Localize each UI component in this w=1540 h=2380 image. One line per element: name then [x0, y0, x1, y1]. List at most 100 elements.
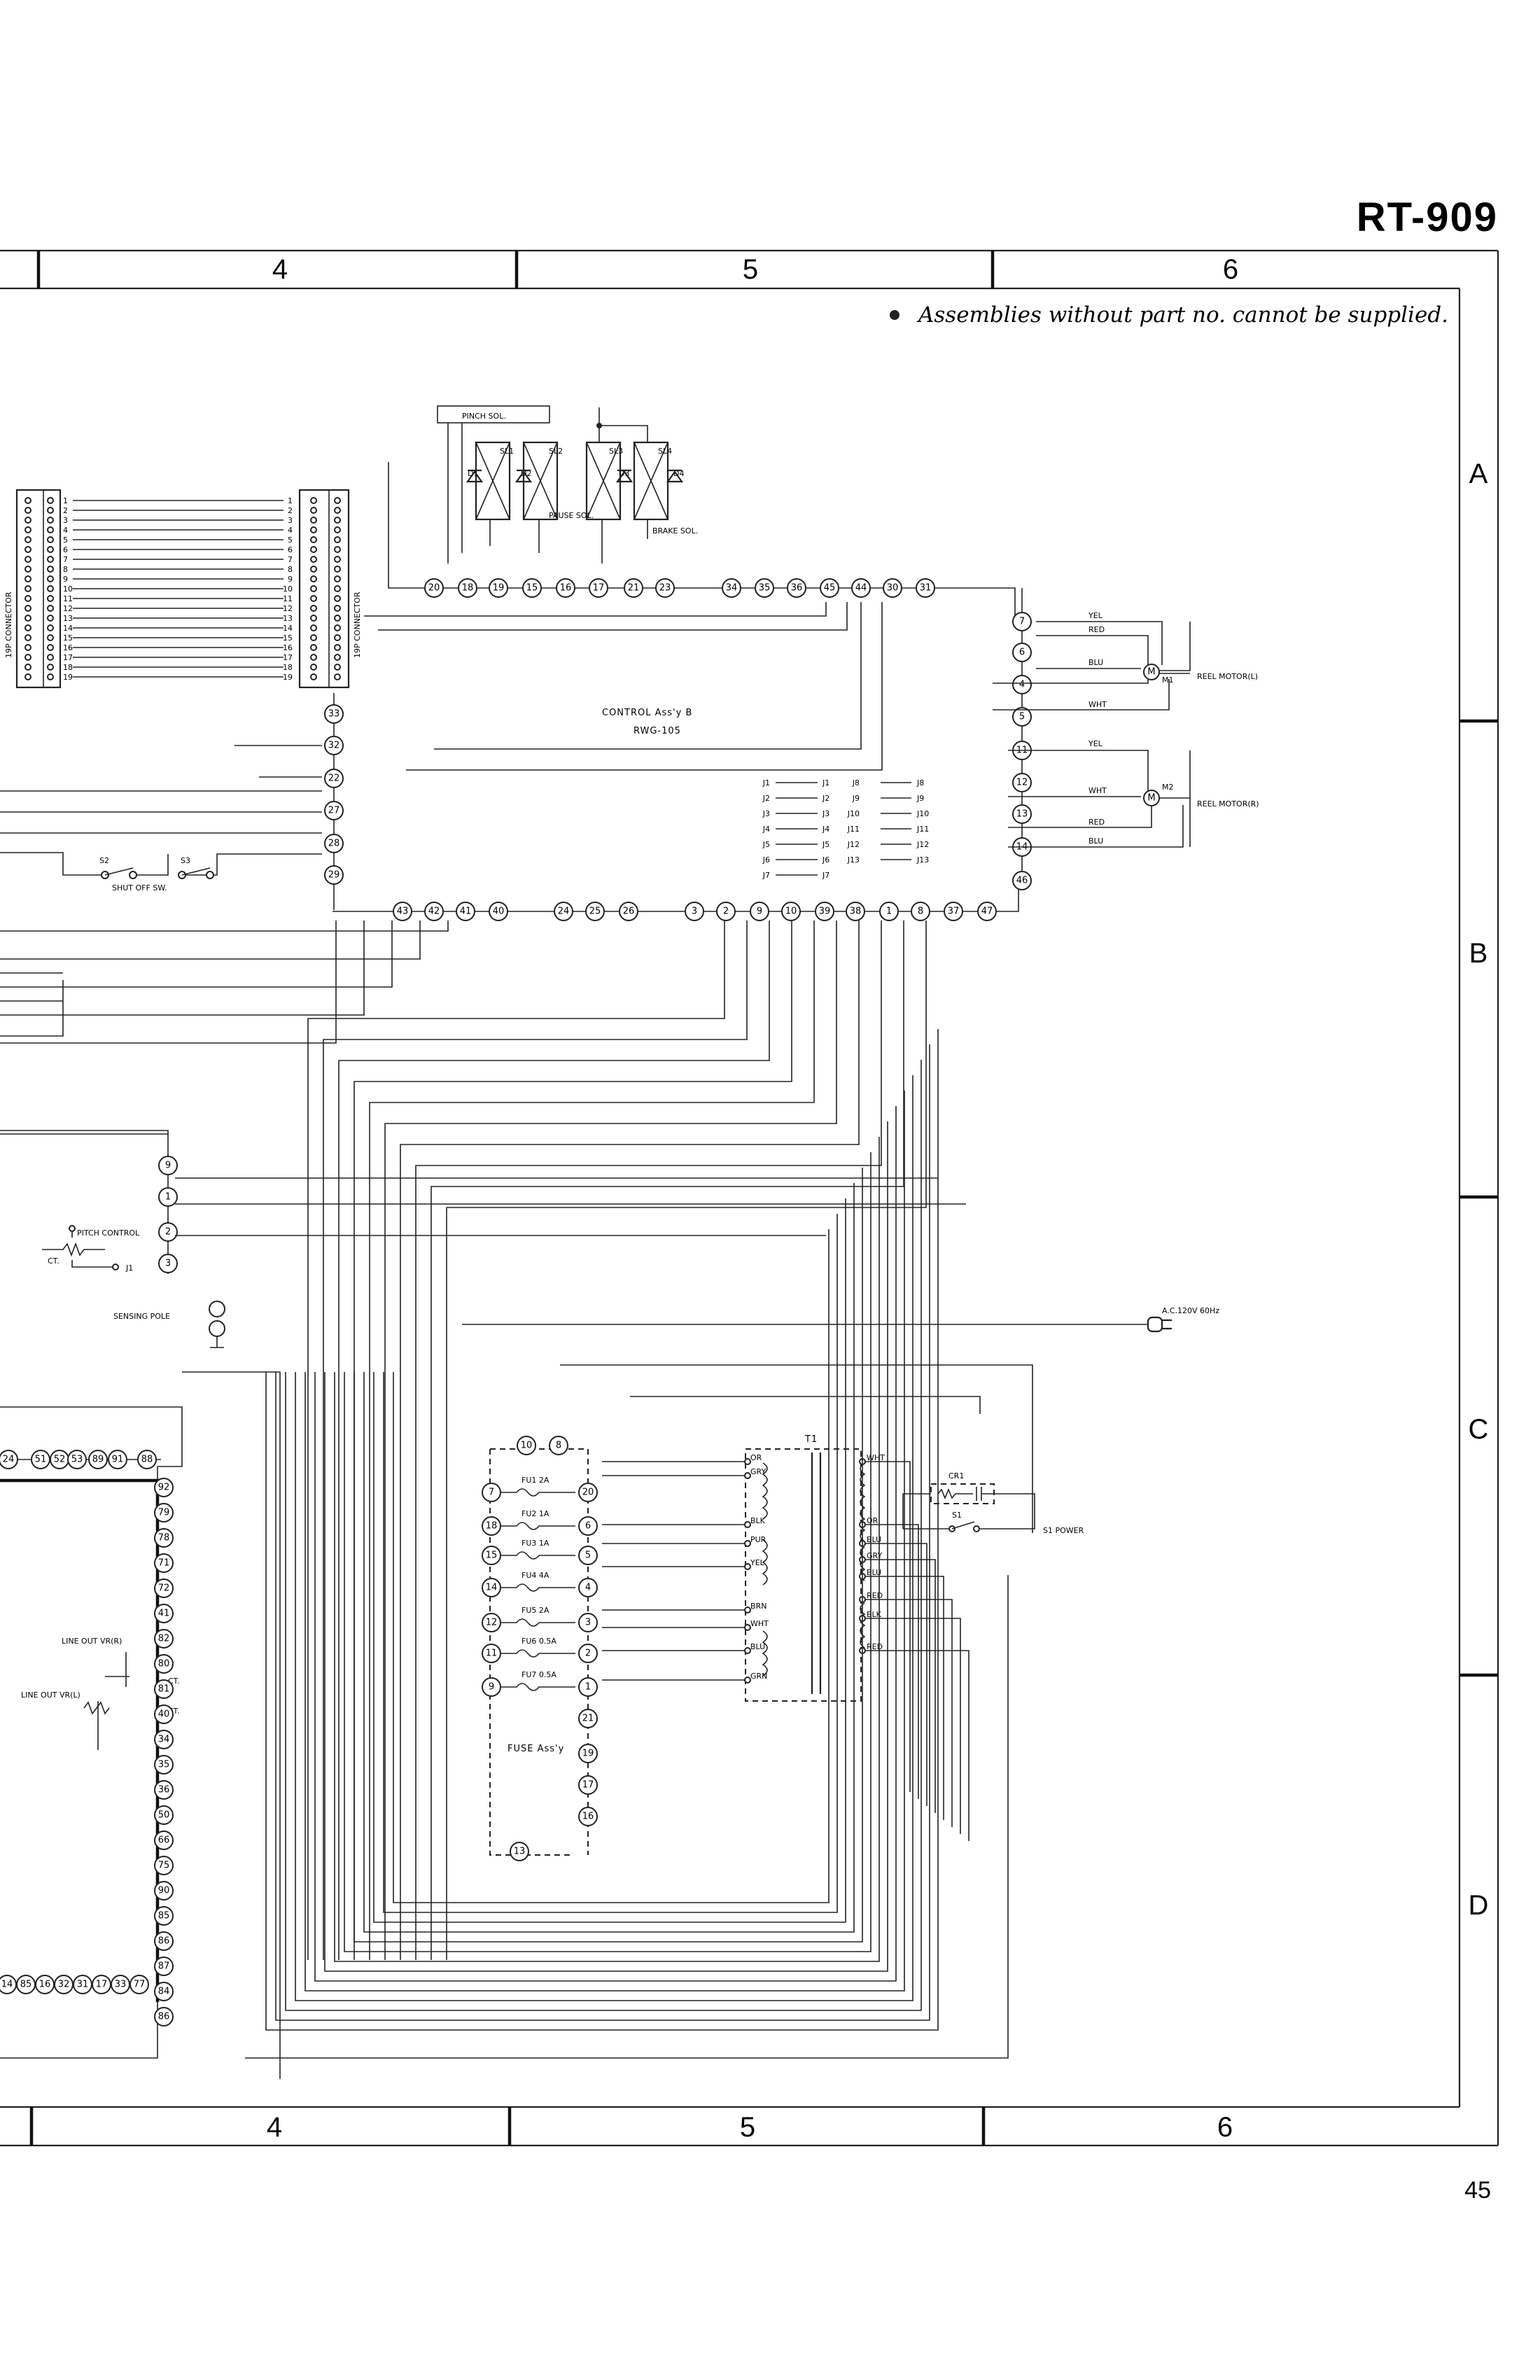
svg-text:FU4 4A: FU4 4A	[522, 1571, 550, 1580]
grid-col-4-bottom: 4	[267, 2112, 282, 2143]
motor-m1-symbol: M	[1147, 667, 1155, 678]
label-pinch-sol: PINCH SOL.	[462, 412, 506, 421]
connector-left-pin: 7	[63, 555, 68, 564]
solenoid-block: PINCH SOL. SL1 SL2 SL3 SL4 D1 D2 D3 D4 P…	[437, 405, 698, 564]
mid-bus-terminal: 26	[619, 902, 638, 921]
amp-column-terminal: 86	[154, 1931, 174, 1951]
label-s2: S2	[99, 856, 109, 865]
svg-text:J6: J6	[822, 855, 830, 864]
svg-text:J2: J2	[762, 794, 770, 803]
top-bus-terminal: 15	[522, 578, 542, 598]
svg-text:23: 23	[659, 583, 671, 594]
mid-bus-terminal: 25	[585, 902, 605, 921]
label-s1-power: S1 POWER	[1043, 1526, 1084, 1535]
label-sl3: SL3	[609, 447, 623, 456]
mid-bus-terminal: 37	[944, 902, 963, 921]
pitch-column-terminal: 1	[158, 1187, 178, 1207]
connector-left-pin: 19	[63, 673, 73, 682]
amp-column-terminal: 87	[154, 1956, 174, 1976]
pitch-control: PITCH CONTROL CT. J1 SENSING POLE	[42, 1225, 225, 1348]
fuse-left-terminal: 7	[482, 1483, 501, 1502]
top-bus-terminal: 21	[624, 578, 643, 598]
connector-left-pin: 3	[63, 516, 68, 525]
svg-text:42: 42	[428, 906, 440, 917]
svg-text:J13: J13	[847, 855, 860, 864]
top-bus-terminal: 17	[589, 578, 608, 598]
svg-text:18: 18	[462, 583, 474, 594]
svg-text:18: 18	[486, 1521, 498, 1532]
mid-bus-terminal: 24	[554, 902, 573, 921]
amp-top-terminal: 88	[137, 1450, 157, 1469]
t1-secondary-lead: WHT	[867, 1453, 885, 1462]
svg-text:J4: J4	[762, 825, 770, 834]
svg-text:28: 28	[328, 839, 340, 849]
connector-left-pin: 15	[63, 634, 73, 643]
svg-text:7: 7	[1019, 617, 1025, 627]
svg-text:16: 16	[39, 1980, 51, 1990]
t1-primary-lead: GRN	[750, 1672, 767, 1681]
label-t1: T1	[804, 1434, 818, 1445]
svg-text:21: 21	[582, 1714, 594, 1724]
fuse-top-terminal: 10	[517, 1436, 536, 1455]
amp-top-terminal: 52	[50, 1450, 69, 1469]
amp-bottom-terminal: 17	[92, 1975, 111, 1994]
left-column-terminal: 32	[324, 736, 344, 755]
fuse-right-terminal: 1	[578, 1677, 598, 1697]
t1-secondary-lead: RED	[867, 1591, 883, 1600]
t1-primary-lead: BRN	[750, 1602, 766, 1611]
fuse-right-terminal: 20	[578, 1483, 598, 1502]
connector-right-pin: 3	[288, 516, 293, 525]
connector-left-pin: 16	[63, 643, 73, 652]
svg-text:21: 21	[628, 583, 640, 594]
grid-row-d: D	[1469, 1890, 1489, 1921]
top-bus-terminal: 30	[883, 578, 902, 598]
connector-right-pin: 2	[288, 506, 293, 515]
motor-m2-symbol: M	[1147, 793, 1155, 804]
wire-harness	[0, 602, 1009, 2079]
label-line-out-r: LINE OUT VR(R)	[62, 1637, 122, 1646]
grid-row-b: B	[1469, 938, 1488, 969]
t1-primary-lead: BLK	[750, 1516, 766, 1525]
motor-l-wire-yel: YEL	[1088, 611, 1103, 620]
note-bullet-icon	[890, 310, 899, 320]
motor-r-wire-wht: WHT	[1088, 786, 1107, 795]
amp-column-terminal: 85	[154, 1906, 174, 1926]
svg-text:J13: J13	[916, 855, 929, 864]
line-out-vr-icon	[83, 1652, 130, 1750]
svg-text:41: 41	[158, 1609, 170, 1619]
amp-block: LINE OUT VR(R) LINE OUT VR(L) CT. CT.	[0, 1406, 183, 2059]
left-column-terminal: 27	[324, 801, 344, 820]
svg-text:15: 15	[526, 583, 538, 594]
svg-text:12: 12	[1016, 778, 1028, 788]
label-pause-sol: PAUSE SOL.	[549, 511, 594, 520]
svg-text:71: 71	[158, 1558, 170, 1569]
svg-text:16: 16	[582, 1812, 594, 1822]
top-bus-terminal: 44	[851, 578, 871, 598]
control-assy-label: CONTROL Ass'y B RWG-105	[602, 708, 692, 736]
label-m2: M2	[1162, 783, 1174, 792]
connector-left-pin: 14	[63, 624, 73, 633]
svg-text:FU1 2A: FU1 2A	[522, 1476, 550, 1485]
svg-text:17: 17	[582, 1780, 594, 1791]
label-s1: S1	[952, 1511, 962, 1520]
amp-column-terminal: 66	[154, 1830, 174, 1850]
svg-text:J4: J4	[822, 825, 830, 834]
svg-text:J10: J10	[847, 809, 860, 818]
svg-text:88: 88	[141, 1455, 153, 1465]
fuse-right-terminal: 5	[578, 1546, 598, 1565]
mid-bus-terminal: 41	[456, 902, 475, 921]
amp-bottom-terminal: 77	[130, 1975, 149, 1994]
motor-column-terminal: 4	[1012, 675, 1032, 694]
svg-text:86: 86	[158, 2012, 170, 2022]
svg-text:32: 32	[58, 1980, 70, 1990]
label-sensing-pole: SENSING POLE	[113, 1312, 170, 1321]
label-m1: M1	[1162, 676, 1174, 685]
grid-col-5-bottom: 5	[740, 2112, 755, 2143]
fuse-extra-terminal: 17	[578, 1775, 598, 1795]
